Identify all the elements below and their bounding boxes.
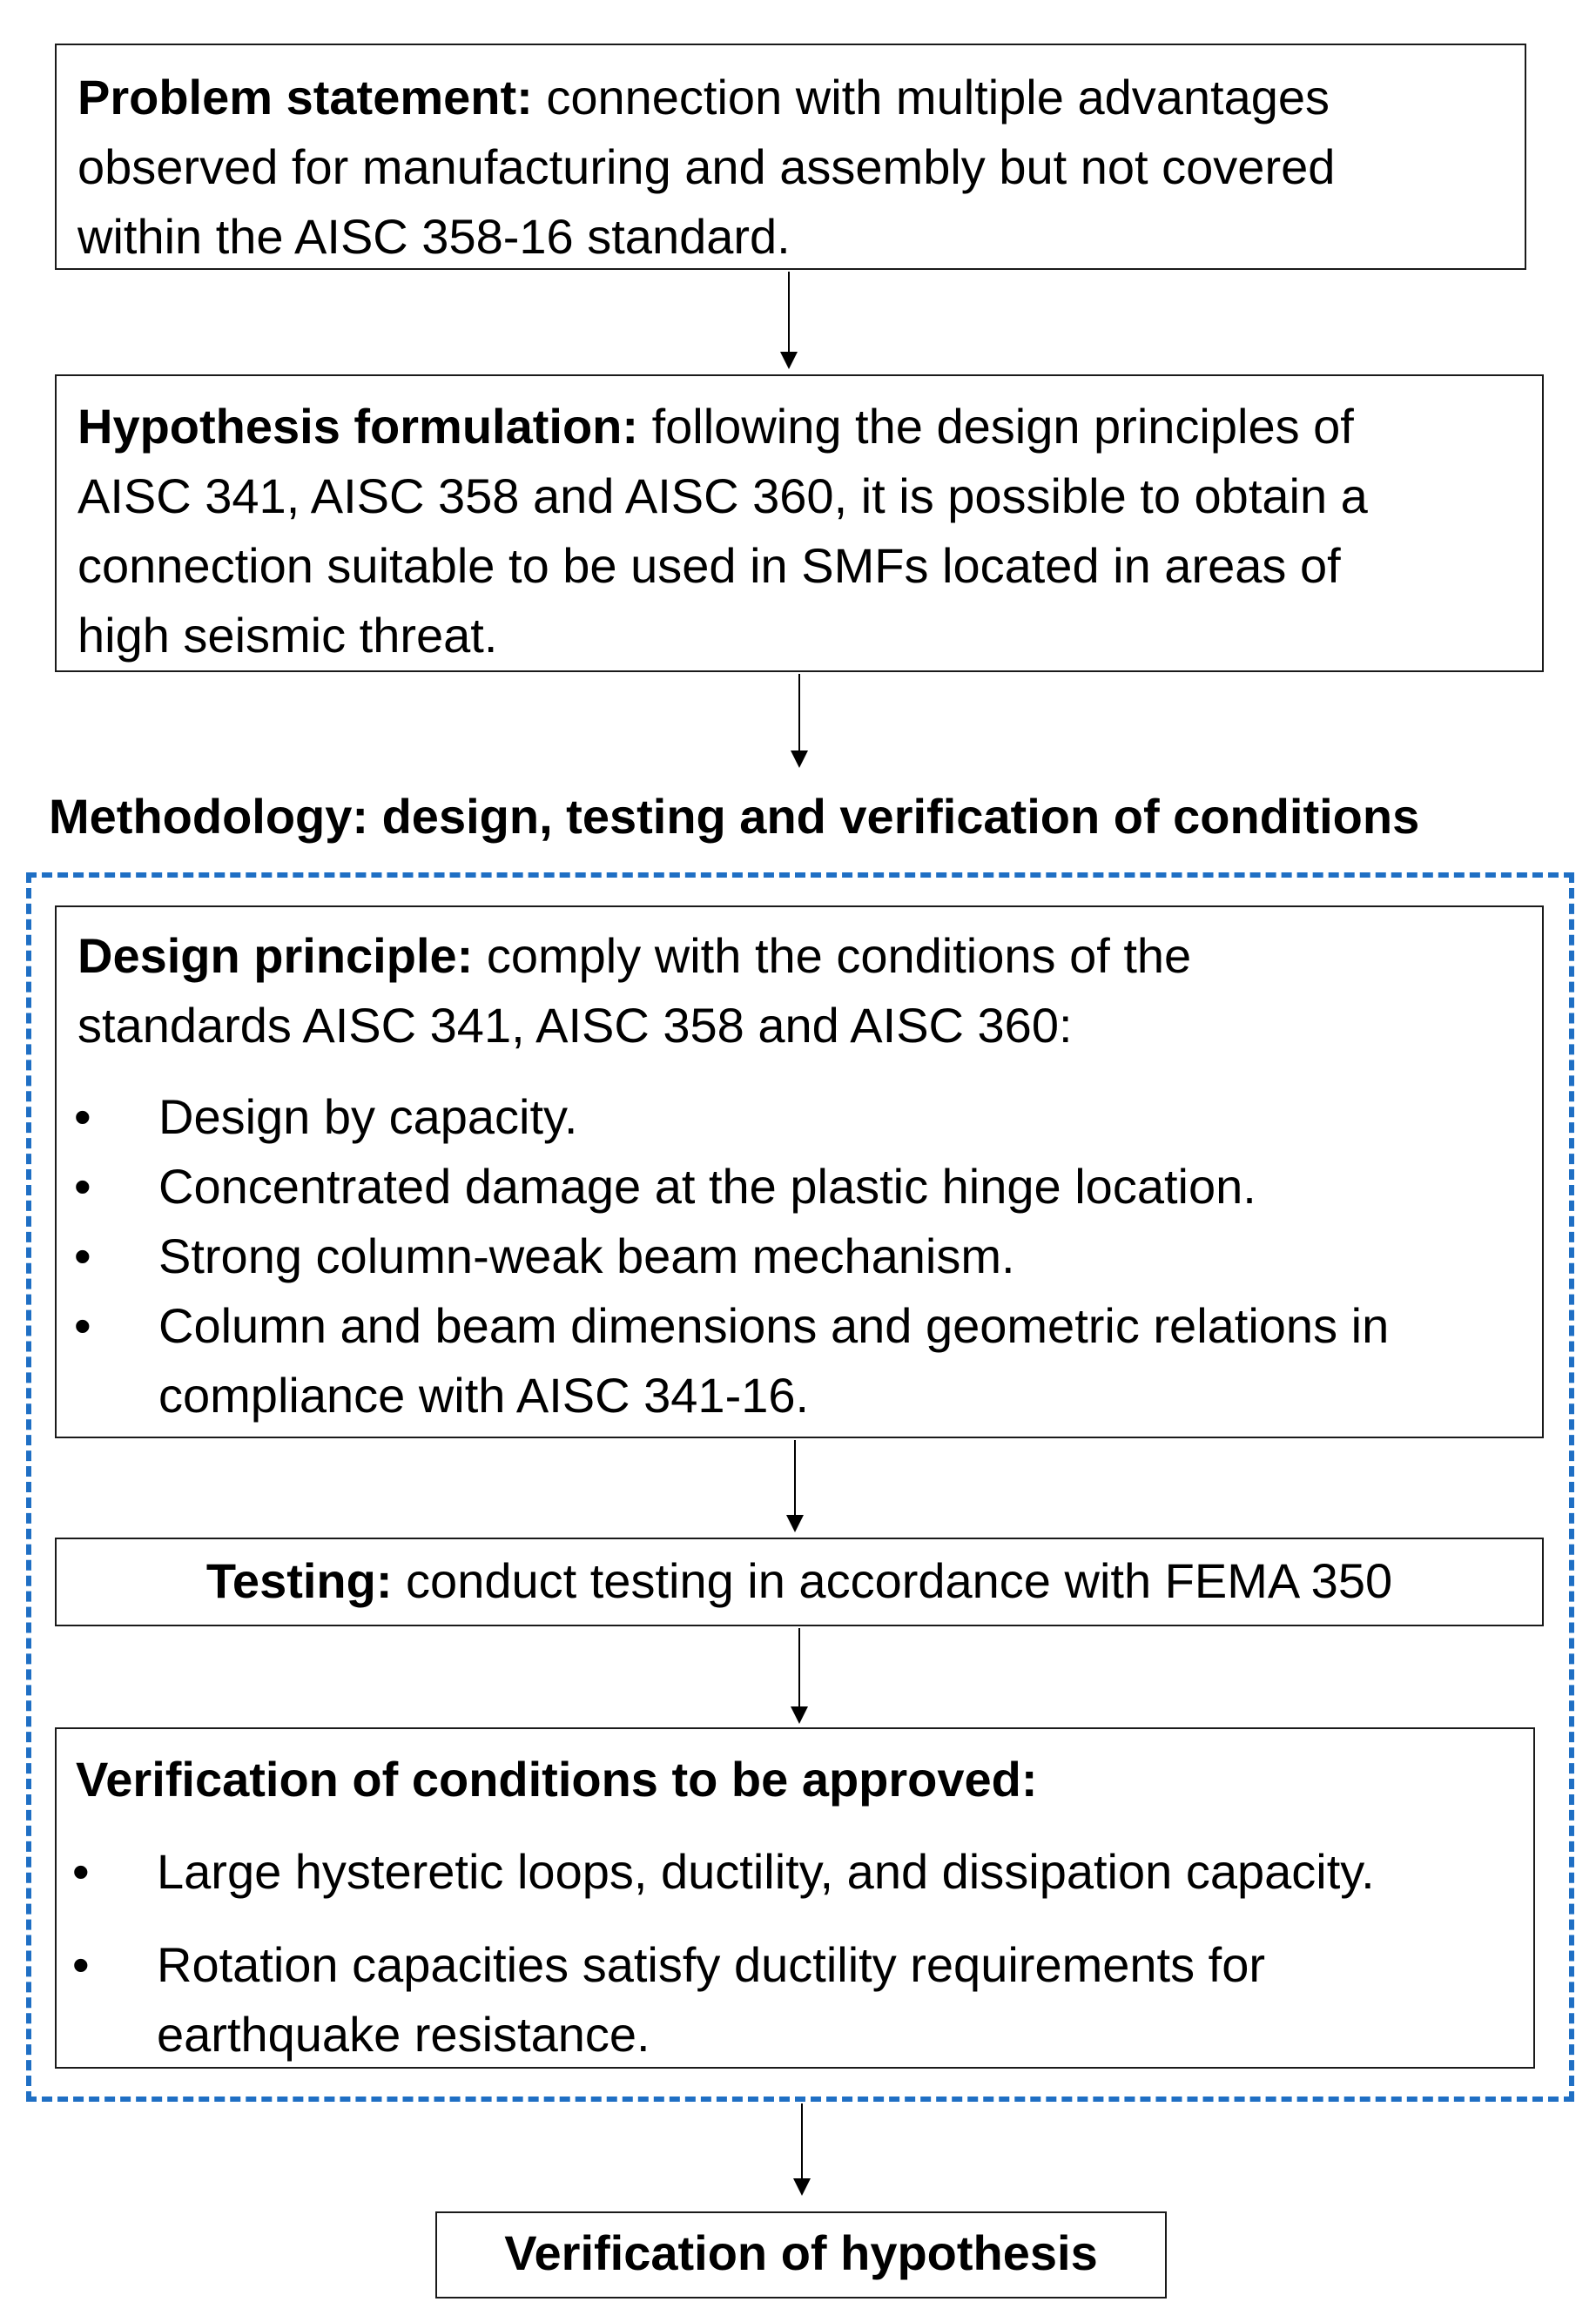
- design-bullet-4: Column and beam dimensions and geometric…: [57, 1291, 1542, 1430]
- testing-box: Testing: conduct testing in accordance w…: [55, 1538, 1544, 1626]
- verification-heading: Verification of conditions to be approve…: [76, 1752, 1038, 1807]
- arrow-testing-to-verification: [791, 1628, 808, 1724]
- verification-bullet-1: Large hysteretic loops, ductility, and d…: [55, 1837, 1533, 1907]
- methodology-group: [26, 872, 1574, 2102]
- verification-bullet-list: Large hysteretic loops, ductility, and d…: [55, 1837, 1533, 2070]
- hypothesis-box: Hypothesis formulation: following the de…: [55, 374, 1544, 672]
- design-principle-box: Design principle: comply with the condit…: [55, 905, 1544, 1438]
- design-line-2: standards AISC 341, AISC 358 and AISC 36…: [77, 998, 1073, 1053]
- design-bullet-list: Design by capacity. Concentrated damage …: [57, 1082, 1542, 1430]
- design-bullet-2: Concentrated damage at the plastic hinge…: [57, 1152, 1542, 1222]
- arrow-hypothesis-to-methodology: [791, 674, 808, 768]
- verification-bullet-2: Rotation capacities satisfy ductility re…: [55, 1930, 1533, 2070]
- hypothesis-line-3: connection suitable to be used in SMFs l…: [77, 538, 1341, 593]
- design-line-1-text: comply with the conditions of the: [473, 928, 1192, 983]
- problem-line-1: Problem statement: connection with multi…: [77, 63, 1525, 132]
- arrow-design-to-testing: [786, 1440, 804, 1532]
- verification-of-hypothesis-box: Verification of hypothesis: [435, 2211, 1167, 2298]
- design-bullet-1: Design by capacity.: [57, 1082, 1542, 1152]
- design-bullet-3: Strong column-weak beam mechanism.: [57, 1222, 1542, 1291]
- arrow-methodology-to-final: [793, 2103, 811, 2196]
- verification-conditions-container: Verification of conditions to be approve…: [55, 1727, 1535, 2069]
- methodology-title: Methodology: design, testing and verific…: [49, 789, 1420, 844]
- testing-text: conduct testing in accordance with FEMA …: [392, 1553, 1393, 1608]
- problem-line-2: observed for manufacturing and assembly …: [77, 139, 1336, 194]
- hypothesis-heading: Hypothesis formulation:: [77, 399, 639, 454]
- arrow-problem-to-hypothesis: [780, 272, 798, 369]
- hypothesis-line-1-text: following the design principles of: [638, 399, 1354, 454]
- hypothesis-line-2: AISC 341, AISC 358 and AISC 360, it is p…: [77, 468, 1368, 523]
- problem-line-1-text: connection with multiple advantages: [532, 70, 1330, 125]
- testing-heading: Testing:: [205, 1553, 393, 1608]
- hypothesis-line-4: high seismic threat.: [77, 608, 498, 663]
- design-heading: Design principle:: [77, 928, 474, 983]
- problem-heading: Problem statement:: [77, 70, 533, 125]
- problem-statement-box: Problem statement: connection with multi…: [55, 44, 1526, 270]
- problem-line-3: within the AISC 358-16 standard.: [77, 209, 791, 264]
- design-line-1: Design principle: comply with the condit…: [77, 921, 1542, 991]
- hypothesis-line-1: Hypothesis formulation: following the de…: [77, 392, 1542, 461]
